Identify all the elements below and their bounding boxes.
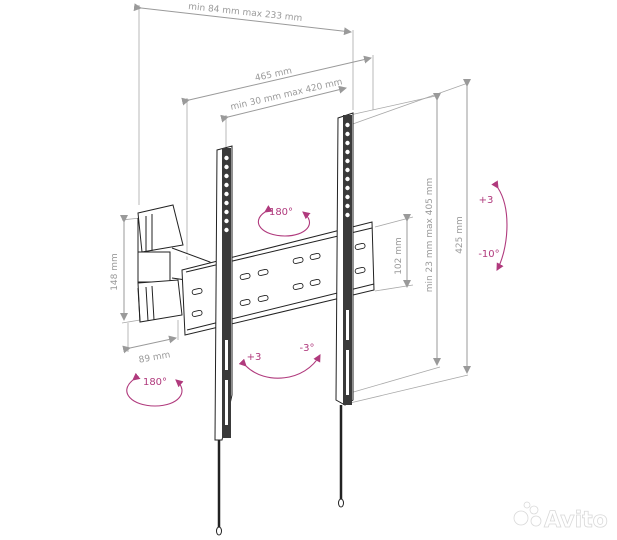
dim-vesa-vertical: min 23 mm max 405 mm xyxy=(425,178,435,293)
angle-tilt-front-down: -3° xyxy=(300,343,315,354)
right-vertical-arm xyxy=(335,112,354,508)
dimension-arrows xyxy=(120,3,471,374)
extension-lines xyxy=(121,5,469,404)
angle-swivel-bottom: 180° xyxy=(143,377,167,388)
dim-overall-height: 425 mm xyxy=(455,216,465,254)
dim-wall-plate-width: 89 mm xyxy=(138,350,171,365)
watermark-text: Avito xyxy=(544,508,608,533)
dim-overall-width: 465 mm xyxy=(254,66,293,84)
angle-tilt-side-up: +3 xyxy=(479,195,494,206)
left-vertical-arm xyxy=(214,145,233,536)
rail-slots xyxy=(191,242,366,317)
avito-logo-icon xyxy=(513,501,542,527)
watermark: Avito xyxy=(513,501,608,533)
dim-arm-extension: min 84 mm max 233 mm xyxy=(188,2,303,24)
angle-swivel-top: 180° xyxy=(269,207,293,218)
dim-vesa-horizontal: min 30 mm max 420 mm xyxy=(230,77,344,113)
angle-tilt-side-down: -10° xyxy=(478,249,499,260)
dim-rail-spacing: 102 mm xyxy=(394,237,404,275)
dim-wall-plate-height: 148 mm xyxy=(110,253,120,291)
angle-arrows xyxy=(126,180,508,407)
angle-tilt-front-up: +3 xyxy=(247,352,262,363)
